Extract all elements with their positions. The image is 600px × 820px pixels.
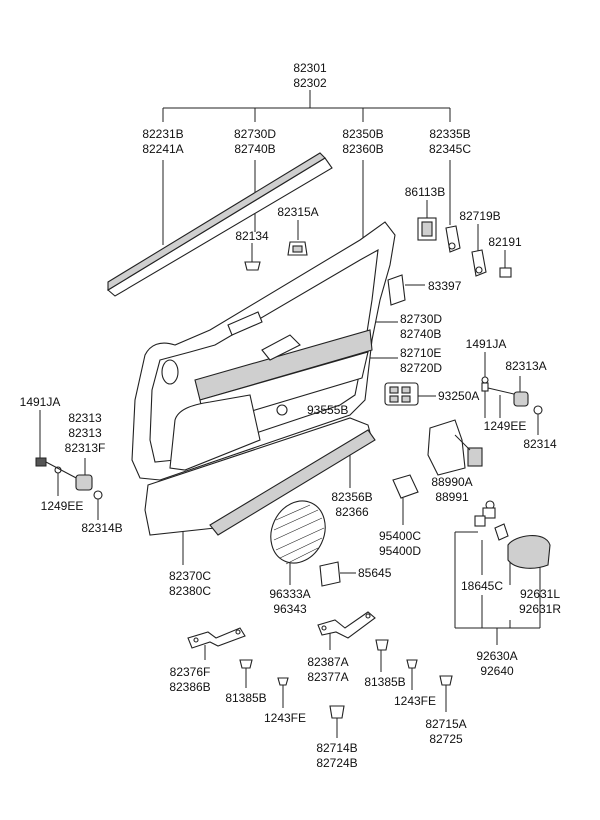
- label-82380c: 82380C: [169, 584, 211, 598]
- clip-82191: [499, 267, 512, 278]
- label-81385b-left: 81385B: [225, 691, 266, 705]
- clip-93555b: [276, 404, 288, 416]
- bracket-82387a: [317, 611, 376, 639]
- label-82313f: 82313F: [65, 441, 106, 455]
- door-trim-panel: [131, 221, 396, 536]
- label-81385b-right: 81385B: [364, 675, 405, 689]
- label-82356b: 82356B: [331, 490, 372, 504]
- label-1491ja-left: 1491JA: [20, 395, 61, 409]
- label-92640: 92640: [480, 664, 514, 678]
- upper-molding-strip: [107, 152, 333, 297]
- label-top-b: 82302: [293, 76, 327, 90]
- clip-82315a: [287, 241, 308, 256]
- pad-83397: [387, 274, 406, 306]
- label-82719b: 82719B: [459, 209, 500, 223]
- part-86113b-icon: [417, 217, 437, 241]
- callout-labels: 82301 82302 82231B 82241A 82730D 82740B …: [20, 61, 562, 770]
- label-86113b: 86113B: [405, 185, 445, 199]
- label-82241a: 82241A: [142, 142, 183, 156]
- label-93555b: 93555B: [307, 403, 348, 417]
- bracket-82376f: [187, 627, 246, 649]
- label-82725: 82725: [429, 732, 463, 746]
- label-1249ee-left: 1249EE: [41, 499, 84, 513]
- label-95400d: 95400D: [379, 544, 421, 558]
- label-82313-a: 82313: [68, 411, 102, 425]
- label-92631l: 92631L: [520, 587, 560, 601]
- label-82134: 82134: [235, 229, 269, 243]
- fasteners: [239, 639, 453, 719]
- label-1249ee-right: 1249EE: [484, 419, 527, 433]
- label-82360b: 82360B: [342, 142, 383, 156]
- label-82724b: 82724B: [316, 756, 357, 770]
- label-82335b: 82335B: [429, 127, 470, 141]
- label-92630a: 92630A: [476, 649, 517, 663]
- label-82740b-top: 82740B: [234, 142, 275, 156]
- label-82710e: 82710E: [400, 346, 441, 360]
- module-88990a: [427, 419, 483, 476]
- label-88990a: 88990A: [431, 475, 472, 489]
- clip-82134: [244, 261, 261, 271]
- label-top-a: 82301: [293, 61, 327, 75]
- label-92631r: 92631R: [519, 602, 561, 616]
- courtesy-lamp-parts: [474, 500, 551, 569]
- label-82376f: 82376F: [170, 665, 211, 679]
- module-95400c: [392, 474, 419, 499]
- label-1243fe-right: 1243FE: [394, 694, 436, 708]
- label-82314b: 82314B: [81, 521, 122, 535]
- label-93250a: 93250A: [438, 389, 479, 403]
- left-lamp-group: [35, 457, 103, 500]
- label-82377a: 82377A: [307, 670, 348, 684]
- label-82231b: 82231B: [142, 127, 183, 141]
- label-82386b: 82386B: [169, 680, 210, 694]
- label-82730d-top: 82730D: [234, 127, 276, 141]
- label-82350b: 82350B: [342, 127, 383, 141]
- label-82366: 82366: [335, 505, 369, 519]
- label-88991: 88991: [435, 490, 469, 504]
- label-95400c: 95400C: [379, 529, 421, 543]
- label-82714b: 82714B: [316, 741, 357, 755]
- label-82715a: 82715A: [425, 717, 466, 731]
- label-82315a: 82315A: [277, 205, 318, 219]
- label-82387a: 82387A: [307, 655, 348, 669]
- right-lamp-group: [481, 376, 543, 415]
- speaker-grille: [270, 500, 326, 565]
- label-82370c: 82370C: [169, 569, 211, 583]
- inside-handle-parts: [445, 225, 487, 277]
- label-82313-b: 82313: [68, 426, 102, 440]
- label-82720d: 82720D: [400, 361, 442, 375]
- label-82313a: 82313A: [505, 359, 546, 373]
- label-1491ja-right: 1491JA: [466, 337, 507, 351]
- label-1243fe-left: 1243FE: [264, 711, 306, 725]
- window-switch-unit: [384, 382, 419, 406]
- label-82740b-mid: 82740B: [400, 327, 441, 341]
- label-82730d-mid: 82730D: [400, 312, 442, 326]
- label-82191: 82191: [488, 235, 522, 249]
- label-82314-right: 82314: [523, 437, 557, 451]
- label-96333a: 96333A: [269, 587, 310, 601]
- label-18645c: 18645C: [461, 579, 503, 593]
- label-85645: 85645: [358, 566, 392, 580]
- label-96343: 96343: [273, 602, 307, 616]
- label-83397: 83397: [428, 279, 462, 293]
- leader-lines: [39, 90, 541, 738]
- label-82345c: 82345C: [429, 142, 471, 156]
- pad-85645: [319, 561, 341, 587]
